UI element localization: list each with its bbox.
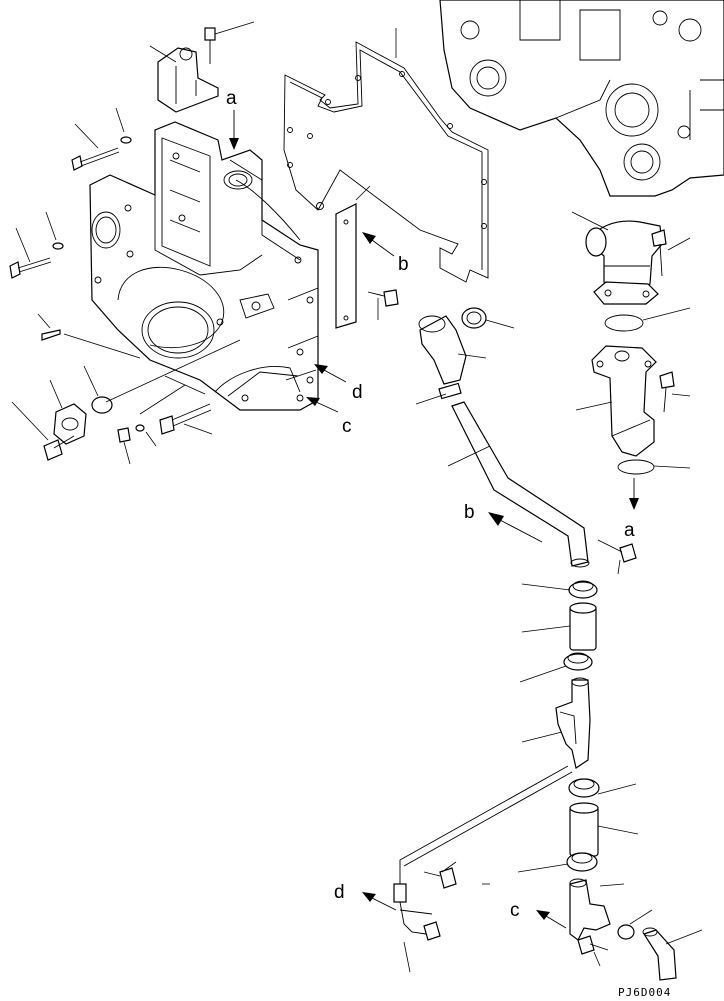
clamp-4 (517, 852, 598, 873)
ref-arrow-c-cover: c (306, 397, 352, 437)
front-cover (89, 121, 319, 411)
lower-hose-clamp (617, 909, 653, 940)
small-gasket-b (335, 185, 399, 329)
ref-label-c-cover: c (342, 416, 352, 437)
o-ring-lower (617, 459, 655, 475)
engine-block (439, 0, 724, 197)
front-cover-gasket (283, 41, 489, 283)
ref-arrow-c-elbow: c (510, 900, 567, 929)
clamp-1 (521, 580, 598, 599)
ref-arrow-a-top: a (226, 88, 239, 150)
ref-label-a-top: a (226, 88, 237, 109)
cover-bolts (9, 107, 141, 359)
thermostat-bolt (651, 229, 691, 277)
ref-arrow-d-sensor: d (334, 882, 397, 911)
o-ring-upper (604, 314, 644, 332)
ref-label-c-elbow: c (510, 900, 520, 921)
ref-arrow-a-right: a (624, 478, 639, 541)
upper-hose (418, 315, 487, 385)
drawing-code: PJ6D004 (618, 986, 671, 999)
clamp-3 (568, 778, 637, 798)
clamp-2 (519, 652, 593, 683)
lower-cover-parts (11, 339, 241, 465)
temperature-sensor-housing (521, 677, 591, 769)
hose-2 (569, 802, 639, 857)
ref-arrow-b-pipe: b (464, 502, 543, 543)
water-pipe (447, 401, 590, 568)
pipe-bolt (597, 539, 637, 575)
ref-label-d-cover: d (352, 382, 363, 403)
engine-hanger-bracket (149, 21, 255, 113)
elbow-bolt (577, 935, 609, 967)
harness-clip-bolt (423, 861, 490, 889)
ref-arrow-b-gasket: b (362, 232, 409, 275)
water-inlet-pipe (575, 345, 657, 457)
upper-hose-clamp (461, 307, 515, 329)
ref-label-d-sensor: d (334, 882, 345, 903)
ref-label-b-gasket: b (398, 254, 409, 275)
ref-label-a-right: a (624, 520, 635, 541)
inlet-pipe-bolt (659, 371, 691, 413)
ref-label-b-pipe: b (464, 502, 475, 523)
lower-hose (642, 927, 703, 981)
thermostat-housing (571, 211, 663, 305)
hose-1 (521, 602, 597, 651)
sensor-wire-harness (393, 765, 573, 973)
pipe-connector (415, 382, 462, 405)
elbow-pipe (569, 878, 625, 941)
ref-arrow-d-cover: d (314, 364, 363, 403)
